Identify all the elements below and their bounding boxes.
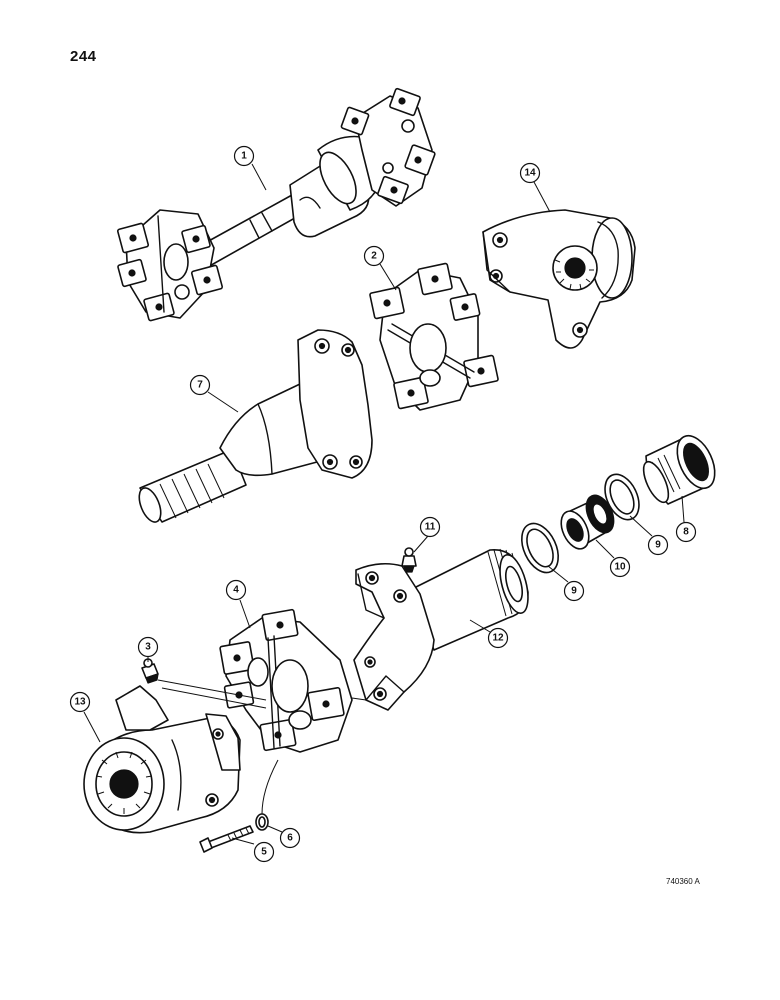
- callout-12: 12: [469, 619, 509, 649]
- callout-8: 8: [675, 495, 697, 543]
- callout-14: 14: [519, 162, 551, 213]
- part-bolt: [199, 825, 254, 853]
- svg-text:6: 6: [287, 833, 293, 844]
- part-grease-fitting-lower: [141, 658, 159, 684]
- callout-4: 4: [225, 579, 251, 629]
- svg-text:14: 14: [524, 168, 536, 179]
- svg-text:7: 7: [197, 380, 203, 391]
- part-nut: [642, 434, 716, 505]
- callout-7: 7: [189, 374, 239, 413]
- part-u-joint-cross-upper: [369, 262, 499, 411]
- svg-text:9: 9: [655, 540, 661, 551]
- svg-text:8: 8: [683, 527, 689, 538]
- part-output-shaft-yoke: [353, 548, 529, 711]
- part-flanged-shaft: [138, 329, 373, 523]
- part-splined-yoke-lower: [83, 685, 241, 834]
- part-drive-shaft: [116, 87, 436, 322]
- page-number: 244: [70, 48, 97, 65]
- part-bearing: [560, 494, 615, 550]
- part-washer-upper: [604, 473, 640, 521]
- svg-text:12: 12: [492, 633, 504, 644]
- drawing-code: 740360 A: [666, 877, 700, 886]
- svg-text:13: 13: [74, 697, 86, 708]
- callout-2: 2: [363, 245, 397, 291]
- part-lock-washer: [255, 813, 269, 831]
- far-u-joint: [340, 87, 436, 207]
- callout-1: 1: [233, 145, 267, 191]
- part-u-joint-cross-lower: [219, 608, 353, 753]
- svg-text:5: 5: [261, 847, 267, 858]
- svg-text:4: 4: [233, 585, 239, 596]
- callout-10: 10: [595, 539, 631, 578]
- callout-9a: 9: [629, 515, 669, 556]
- svg-text:10: 10: [614, 562, 626, 573]
- callout-9b: 9: [547, 565, 585, 602]
- part-grease-fitting: [401, 547, 417, 573]
- callout-label: 1: [241, 151, 247, 162]
- part-washer-lower: [521, 522, 559, 574]
- svg-text:2: 2: [371, 251, 377, 262]
- callout-5: 5: [231, 837, 275, 863]
- callout-13: 13: [69, 691, 101, 743]
- svg-text:9: 9: [571, 586, 577, 597]
- part-end-yoke-upper: [482, 209, 636, 349]
- near-u-joint: [116, 209, 224, 322]
- svg-text:3: 3: [145, 642, 151, 653]
- callout-3: 3: [137, 636, 159, 662]
- callout-6: 6: [267, 825, 301, 849]
- callout-11: 11: [413, 516, 441, 553]
- svg-text:11: 11: [425, 522, 436, 533]
